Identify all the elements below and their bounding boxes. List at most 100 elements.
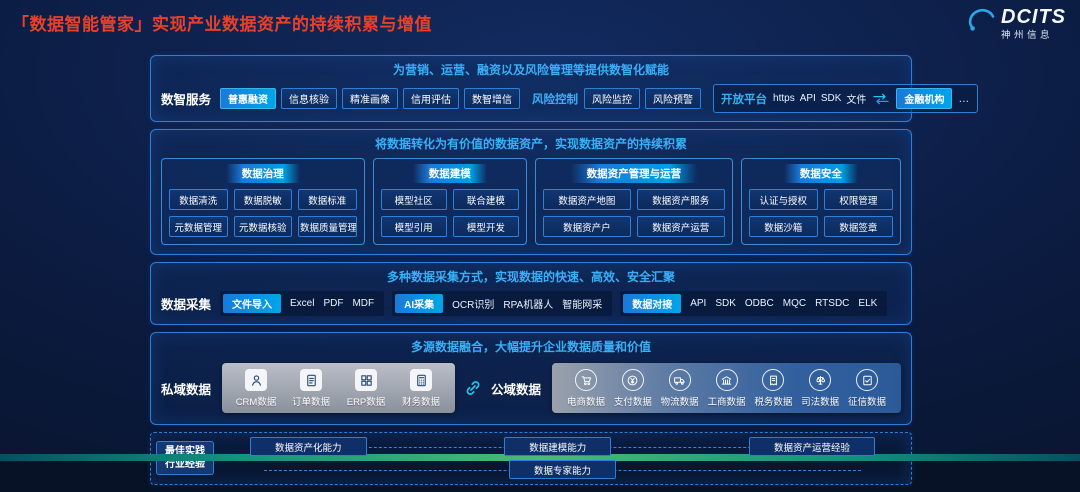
collection-item: RTSDC: [815, 298, 850, 309]
transfer-arrows-icon: [872, 93, 890, 105]
judicial-icon: [809, 369, 832, 391]
public-data-panel: 电商数据支付数据物流数据工商数据税务数据司法数据征信数据: [552, 363, 901, 413]
collection-item: RPA机器人: [503, 300, 554, 311]
asset-panel: 数据安全认证与授权权限管理数据沙箱数据签章: [740, 158, 901, 245]
data-item-label: 税务数据: [754, 397, 793, 408]
payment-icon: [621, 369, 644, 391]
asset-panel-grid: 数据资产地图数据资产服务数据资产户数据资产运营: [543, 189, 725, 237]
public-data-item: 支付数据: [611, 369, 655, 408]
open-platform-channel: 文件: [846, 95, 867, 106]
logo-brand-text: DCITS: [1001, 6, 1066, 28]
data-item-label: 物流数据: [660, 397, 699, 408]
open-platform-channel: SDK: [820, 93, 842, 104]
best-practice-label-line1: 最佳实践: [165, 446, 205, 457]
collection-item: MDF: [352, 298, 375, 309]
logo-swoosh-icon: [964, 7, 996, 39]
private-data-item: CRM数据: [234, 369, 278, 408]
collection-item: 智能网采: [562, 300, 603, 311]
data-collection-heading: 多种数据采集方式，实现数据的快速、高效、安全汇聚: [386, 270, 675, 284]
order-icon: [300, 369, 323, 391]
collection-item: Excel: [290, 298, 315, 309]
asset-button: 联合建模: [452, 189, 519, 210]
asset-panel-grid: 认证与授权权限管理数据沙箱数据签章: [748, 189, 893, 237]
asset-button: 模型社区: [380, 189, 447, 210]
asset-button: 模型引用: [380, 216, 447, 237]
public-data-item: 电商数据: [564, 369, 608, 408]
asset-panel-grid: 模型社区联合建模模型引用模型开发: [380, 189, 519, 237]
practice-capability: 数据资产运营经验: [748, 437, 875, 456]
practice-capability: 数据专家能力: [508, 460, 616, 479]
open-platform-label: 开放平台: [721, 93, 768, 106]
risk-button: 风险预警: [645, 88, 702, 109]
data-item-label: 支付数据: [613, 397, 652, 408]
collection-item: MQC: [782, 298, 807, 309]
erp-icon: [355, 369, 378, 391]
asset-button: 元数据核验: [233, 216, 292, 237]
asset-panel: 数据治理数据清洗数据脱敏数据标准元数据管理元数据核验数据质量管理: [161, 158, 365, 245]
more-indicator: …: [958, 92, 971, 105]
practice-capability: 数据建模能力: [504, 437, 612, 456]
crm-icon: [245, 369, 268, 391]
page-title: 「数据智能管家」实现产业数据资产的持续积累与增值: [12, 15, 432, 34]
private-data-item: ERP数据: [344, 369, 388, 408]
public-data-item: 征信数据: [845, 369, 889, 408]
data-collection-label: 数据采集: [161, 298, 212, 312]
public-data-item: 税务数据: [751, 369, 795, 408]
asset-button: 数据质量管理: [298, 216, 357, 237]
asset-button: 权限管理: [823, 189, 893, 210]
data-item-label: 订单数据: [292, 397, 331, 408]
asset-button: 数据资产服务: [636, 189, 725, 210]
asset-panel: 数据建模模型社区联合建模模型引用模型开发: [372, 158, 527, 245]
asset-panel-title: 数据建模: [412, 164, 487, 183]
asset-panel-title: 数据治理: [225, 164, 300, 183]
data-item-label: 工商数据: [707, 397, 746, 408]
smart-service-heading: 为营销、运营、融资以及风险管理等提供数智化赋能: [392, 63, 669, 77]
smart-service-label: 数智服务: [161, 93, 212, 107]
asset-button: 认证与授权: [748, 189, 818, 210]
asset-button: 数据标准: [298, 189, 357, 210]
smart-service-band: 为营销、运营、融资以及风险管理等提供数智化赋能 数智服务 普惠融资信息核验精准画…: [150, 55, 979, 122]
practice-row-1: 数据资产化能力 数据建模能力 数据资产运营经验: [224, 437, 901, 456]
collection-item: ODBC: [744, 298, 774, 309]
asset-panels: 数据治理数据清洗数据脱敏数据标准元数据管理元数据核验数据质量管理数据建模模型社区…: [151, 152, 911, 254]
open-platform-channel: https: [773, 93, 795, 104]
asset-button: 数据资产户: [543, 216, 631, 237]
ecommerce-icon: [575, 369, 598, 391]
asset-panel: 数据资产管理与运营数据资产地图数据资产服务数据资产户数据资产运营: [535, 158, 733, 245]
link-icon: [463, 378, 483, 398]
data-item-label: CRM数据: [235, 397, 277, 408]
private-data-item: 订单数据: [289, 369, 333, 408]
service-button: 普惠融资: [220, 88, 277, 109]
collection-item: API: [690, 298, 707, 309]
collection-item: ELK: [858, 298, 878, 309]
asset-button: 数据脱敏: [233, 189, 292, 210]
business-icon: [715, 369, 738, 391]
practice-capability: 数据资产化能力: [250, 437, 367, 456]
credit-icon: [856, 369, 878, 391]
collection-tab: AI采集: [395, 294, 444, 313]
asset-panel-title: 数据安全: [783, 164, 858, 183]
data-item-label: 电商数据: [567, 397, 606, 408]
asset-button: 数据沙箱: [748, 216, 818, 237]
asset-button: 数据签章: [823, 216, 893, 237]
practice-row-2: 数据专家能力: [224, 460, 901, 479]
asset-button: 数据资产地图: [543, 189, 631, 210]
asset-panel-grid: 数据清洗数据脱敏数据标准元数据管理元数据核验数据质量管理: [169, 189, 357, 237]
data-item-label: 财务数据: [402, 397, 441, 408]
private-data-label: 私域数据: [161, 382, 212, 397]
private-data-panel: CRM数据 订单数据 ERP数据财务数据: [222, 363, 456, 413]
service-button: 信息核验: [281, 88, 338, 109]
data-item-label: 征信数据: [847, 397, 886, 408]
public-data-item: 物流数据: [658, 369, 702, 408]
collection-tab: 文件导入: [223, 294, 282, 313]
asset-button: 元数据管理: [169, 216, 228, 237]
finance-icon: [410, 369, 433, 391]
data-asset-heading: 将数据转化为有价值的数据资产，实现数据资产的持续积累: [374, 137, 687, 151]
logo-subtitle: 神州信息: [1001, 30, 1054, 41]
